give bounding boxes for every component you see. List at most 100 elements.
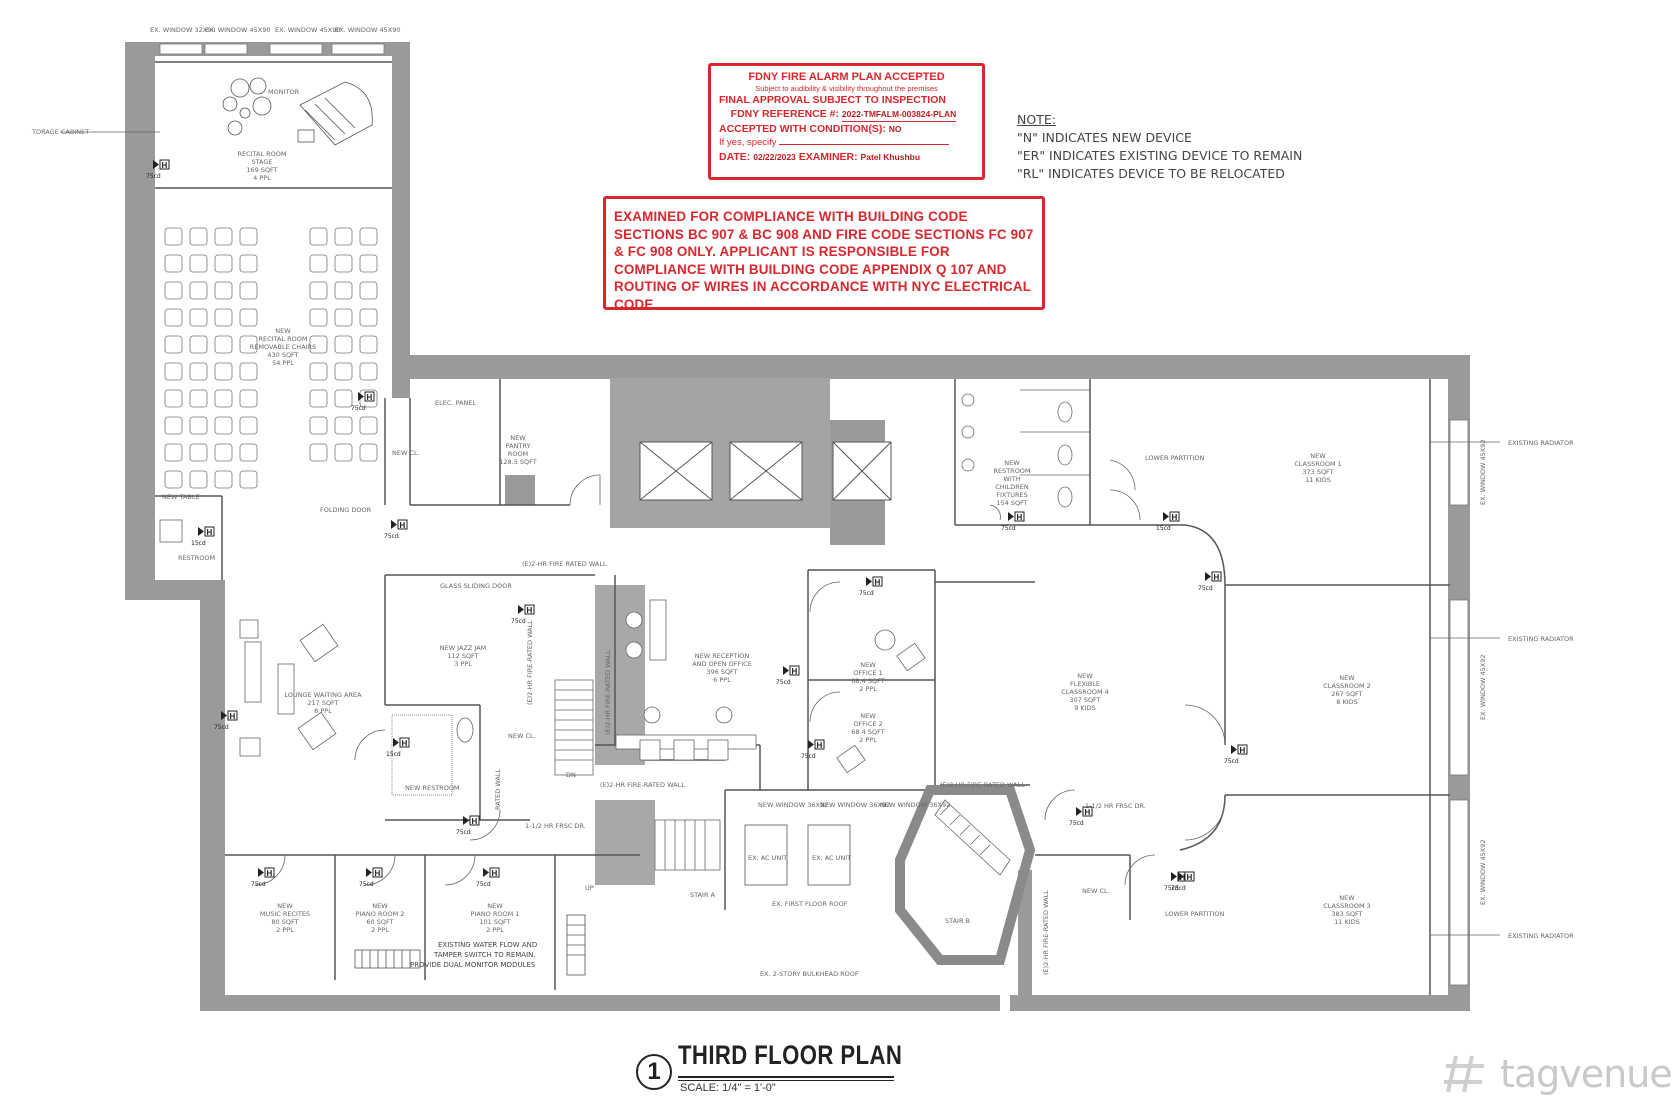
- specify-label: If yes, specify: [719, 137, 777, 148]
- chair: [189, 335, 208, 354]
- conditions-value: NO: [888, 124, 902, 134]
- conditions-label: ACCEPTED WITH CONDITION(S):: [719, 123, 886, 135]
- title-underline: [678, 1076, 894, 1078]
- chair: [214, 389, 233, 408]
- partition-label: LOWER PARTITION: [1165, 910, 1225, 918]
- stair-direction-label: DN: [566, 771, 576, 779]
- chair: [214, 254, 233, 273]
- room-label-recital-stage: RECITAL ROOM: [237, 150, 286, 158]
- candela-label: 75cd: [776, 679, 791, 686]
- elevator-shafts: [639, 441, 892, 501]
- chair: [189, 227, 208, 246]
- window-label: EX. WINDOW 45X92: [1479, 439, 1487, 505]
- candela-label: 75cd: [251, 881, 266, 888]
- room-label-jazz-jam: 3 PPL: [454, 660, 472, 668]
- room-label-office-2: 68.4 SQFT: [851, 728, 884, 736]
- sliding-door-label: GLASS SLIDING DOOR: [440, 582, 512, 590]
- room-label-pantry: NEW: [510, 434, 526, 442]
- window-label: NEW WINDOW 36X92: [820, 801, 890, 809]
- room-label-piano-2: 2 PPL: [371, 926, 389, 934]
- ac-label: EX. AC UNIT: [748, 854, 787, 862]
- stair-label: STAIR A: [690, 891, 716, 899]
- chair: [164, 416, 183, 435]
- room-label-restroom-main: CHILDREN: [995, 483, 1029, 491]
- stamp-subheading: Subject to audibility & visibility throu…: [755, 84, 938, 93]
- room-label-piano-1: NEW: [487, 902, 503, 910]
- room-label-music-recital: MUSIC RECITES: [260, 910, 310, 918]
- chair: [309, 443, 328, 462]
- chair: [359, 416, 378, 435]
- plan-labels: EX. WINDOW 32X90 EX. WINDOW 45X90 EX. WI…: [31, 26, 1574, 978]
- room-label-recital-stage: 4 PPL: [253, 174, 271, 182]
- chair: [189, 308, 208, 327]
- chair: [359, 335, 378, 354]
- title-underline: [678, 1080, 894, 1081]
- horn-letter: H: [492, 869, 498, 878]
- room-label-office-1: 2 PPL: [859, 685, 877, 693]
- window-label: EX. WINDOW 45X92: [1479, 654, 1487, 720]
- date-value: 02/22/2023: [753, 152, 796, 162]
- room-label-recital-stage: STAGE: [251, 158, 272, 166]
- elec-panel-label: ELEC. PANEL: [435, 399, 476, 407]
- room-label-reception: NEW RECEPTION: [695, 652, 750, 660]
- room-label-classroom-2: CLASSROOM 2: [1323, 682, 1371, 690]
- candela-label: 15cd: [386, 751, 401, 758]
- room-label-recital-room: 430 SQFT: [267, 351, 298, 359]
- stamp-heading: FDNY FIRE ALARM PLAN ACCEPTED: [748, 71, 945, 83]
- specify-line: [779, 144, 950, 145]
- room-label-restroom-main: RESTROOM: [993, 467, 1030, 475]
- room-label-classroom-4: CLASSROOM 4: [1061, 688, 1109, 696]
- chair: [164, 335, 183, 354]
- reference-label: FDNY REFERENCE #:: [730, 108, 839, 120]
- note-line: "ER" INDICATES EXISTING DEVICE TO REMAIN: [1017, 148, 1303, 163]
- note-line: "N" INDICATES NEW DEVICE: [1017, 130, 1192, 145]
- tagvenue-logo-icon: [1444, 1055, 1484, 1093]
- room-label-classroom-4: FLEXIBLE: [1070, 680, 1100, 688]
- water-flow-note: PROVIDE DUAL MONITOR MODULES: [410, 961, 536, 969]
- tagvenue-watermark: tagvenue: [1442, 1050, 1673, 1100]
- chair: [164, 470, 183, 489]
- room-label-music-recital: 2 PPL: [276, 926, 294, 934]
- fire-wall-label: (E)2-HR FIRE-RATED WALL: [1042, 890, 1050, 975]
- horn-letter: H: [472, 817, 478, 826]
- door-rating-label: 1-1/2 HR FRSC DR.: [1085, 802, 1146, 810]
- chair: [239, 362, 258, 381]
- horn-letter: H: [527, 606, 533, 615]
- candela-label: 75cd: [146, 173, 161, 180]
- chair: [239, 389, 258, 408]
- chair: [189, 281, 208, 300]
- chair: [359, 254, 378, 273]
- room-label-piano-2: 60 SQFT: [366, 918, 393, 926]
- chair: [214, 362, 233, 381]
- room-label-piano-2: PIANO ROOM 2: [356, 910, 405, 918]
- drawing-number: 1: [636, 1054, 672, 1090]
- radiator-label: EXISTING RADIATOR: [1508, 439, 1574, 447]
- drawing-title-text: THIRD FLOOR PLAN: [678, 1040, 903, 1070]
- chair: [214, 443, 233, 462]
- chair: [334, 335, 353, 354]
- examiner-label: EXAMINER:: [798, 151, 858, 163]
- candela-label: 75cd: [1198, 585, 1213, 592]
- room-label-office-1: OFFICE 1: [853, 669, 882, 677]
- chair: [359, 308, 378, 327]
- room-label-recital-room: REMOVABLE CHAIRS: [250, 343, 316, 351]
- room-label-restroom-main: FIXTURES: [996, 491, 1027, 499]
- stamp-specify: If yes, specify: [719, 136, 974, 150]
- room-label-classroom-4: 9 KIDS: [1074, 704, 1096, 712]
- candela-label: 75cd: [456, 829, 471, 836]
- room-label-classroom-1: 11 KIDS: [1305, 476, 1331, 484]
- fire-wall-label: (E)2-HR FIRE-RATED WALL: [600, 781, 685, 789]
- horn-letter: H: [367, 393, 373, 402]
- stair-b-enclosure: [895, 785, 1036, 965]
- room-label-classroom-3: CLASSROOM 3: [1323, 902, 1371, 910]
- chair: [239, 281, 258, 300]
